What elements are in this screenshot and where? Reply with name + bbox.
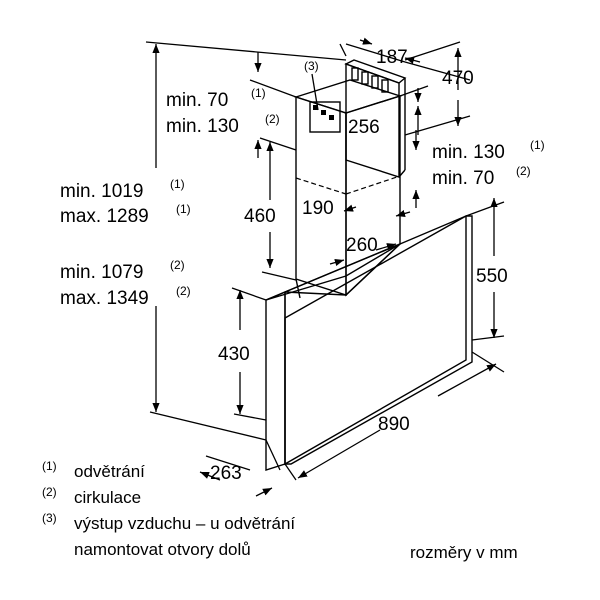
legend-text-3b: namontovat otvory dolů: [74, 540, 251, 559]
dim-187-label: 187: [376, 47, 408, 68]
sup-2-d: (2): [176, 284, 191, 298]
sup-2-b: (2): [516, 164, 531, 178]
min-1019-label: min. 1019: [60, 181, 143, 202]
max-1349-label: max. 1349: [60, 288, 149, 309]
dimension-lines: [145, 37, 505, 497]
dim-460-label: 460: [244, 206, 276, 227]
dim-890-label: 890: [378, 414, 410, 435]
max-1289-label: max. 1289: [60, 206, 149, 227]
outlet-hole: [321, 110, 326, 115]
outlet-hole: [329, 115, 334, 120]
dim-190-label: 190: [302, 198, 334, 219]
legend-number-1: (1): [42, 459, 57, 473]
sup-1-a: (1): [251, 86, 266, 100]
min-70-left-label: min. 70: [166, 90, 228, 111]
min-70-right-label: min. 70: [432, 168, 494, 189]
outlet-hole: [313, 105, 318, 110]
legend-text-3a: výstup vzduchu – u odvětrání: [74, 514, 295, 533]
dim-550-label: 550: [476, 266, 508, 287]
dimension-labels: 187 470 256 190 260 460 550 430 890 263 …: [60, 47, 545, 484]
sup-1-b: (1): [530, 138, 545, 152]
sup-2-a: (2): [265, 112, 280, 126]
min-1079-label: min. 1079: [60, 262, 143, 283]
dim-470-label: 470: [442, 68, 474, 89]
dim-263-label: 263: [210, 463, 242, 484]
vent-slot: [361, 71, 369, 85]
sup-1-c: (1): [170, 177, 185, 191]
sup-1-d: (1): [176, 202, 191, 216]
legend-number-3: (3): [42, 511, 57, 525]
units-note: rozměry v mm: [410, 543, 518, 562]
dim-256-label: 256: [348, 117, 380, 138]
ref-3-label: (3): [304, 59, 319, 73]
legend-number-2: (2): [42, 485, 57, 499]
legend-text-2: cirkulace: [74, 488, 141, 507]
vent-slot: [381, 79, 389, 93]
legend: (1) odvětrání (2) cirkulace (3) výstup v…: [42, 459, 518, 562]
dim-260-label: 260: [346, 235, 378, 256]
sup-2-c: (2): [170, 258, 185, 272]
vent-slot: [351, 67, 359, 81]
min-130-right-label: min. 130: [432, 142, 505, 163]
min-130-left-label: min. 130: [166, 116, 239, 137]
vent-slot: [371, 75, 379, 89]
air-outlet: [309, 101, 341, 133]
dim-430-label: 430: [218, 344, 250, 365]
legend-text-1: odvětrání: [74, 462, 145, 481]
